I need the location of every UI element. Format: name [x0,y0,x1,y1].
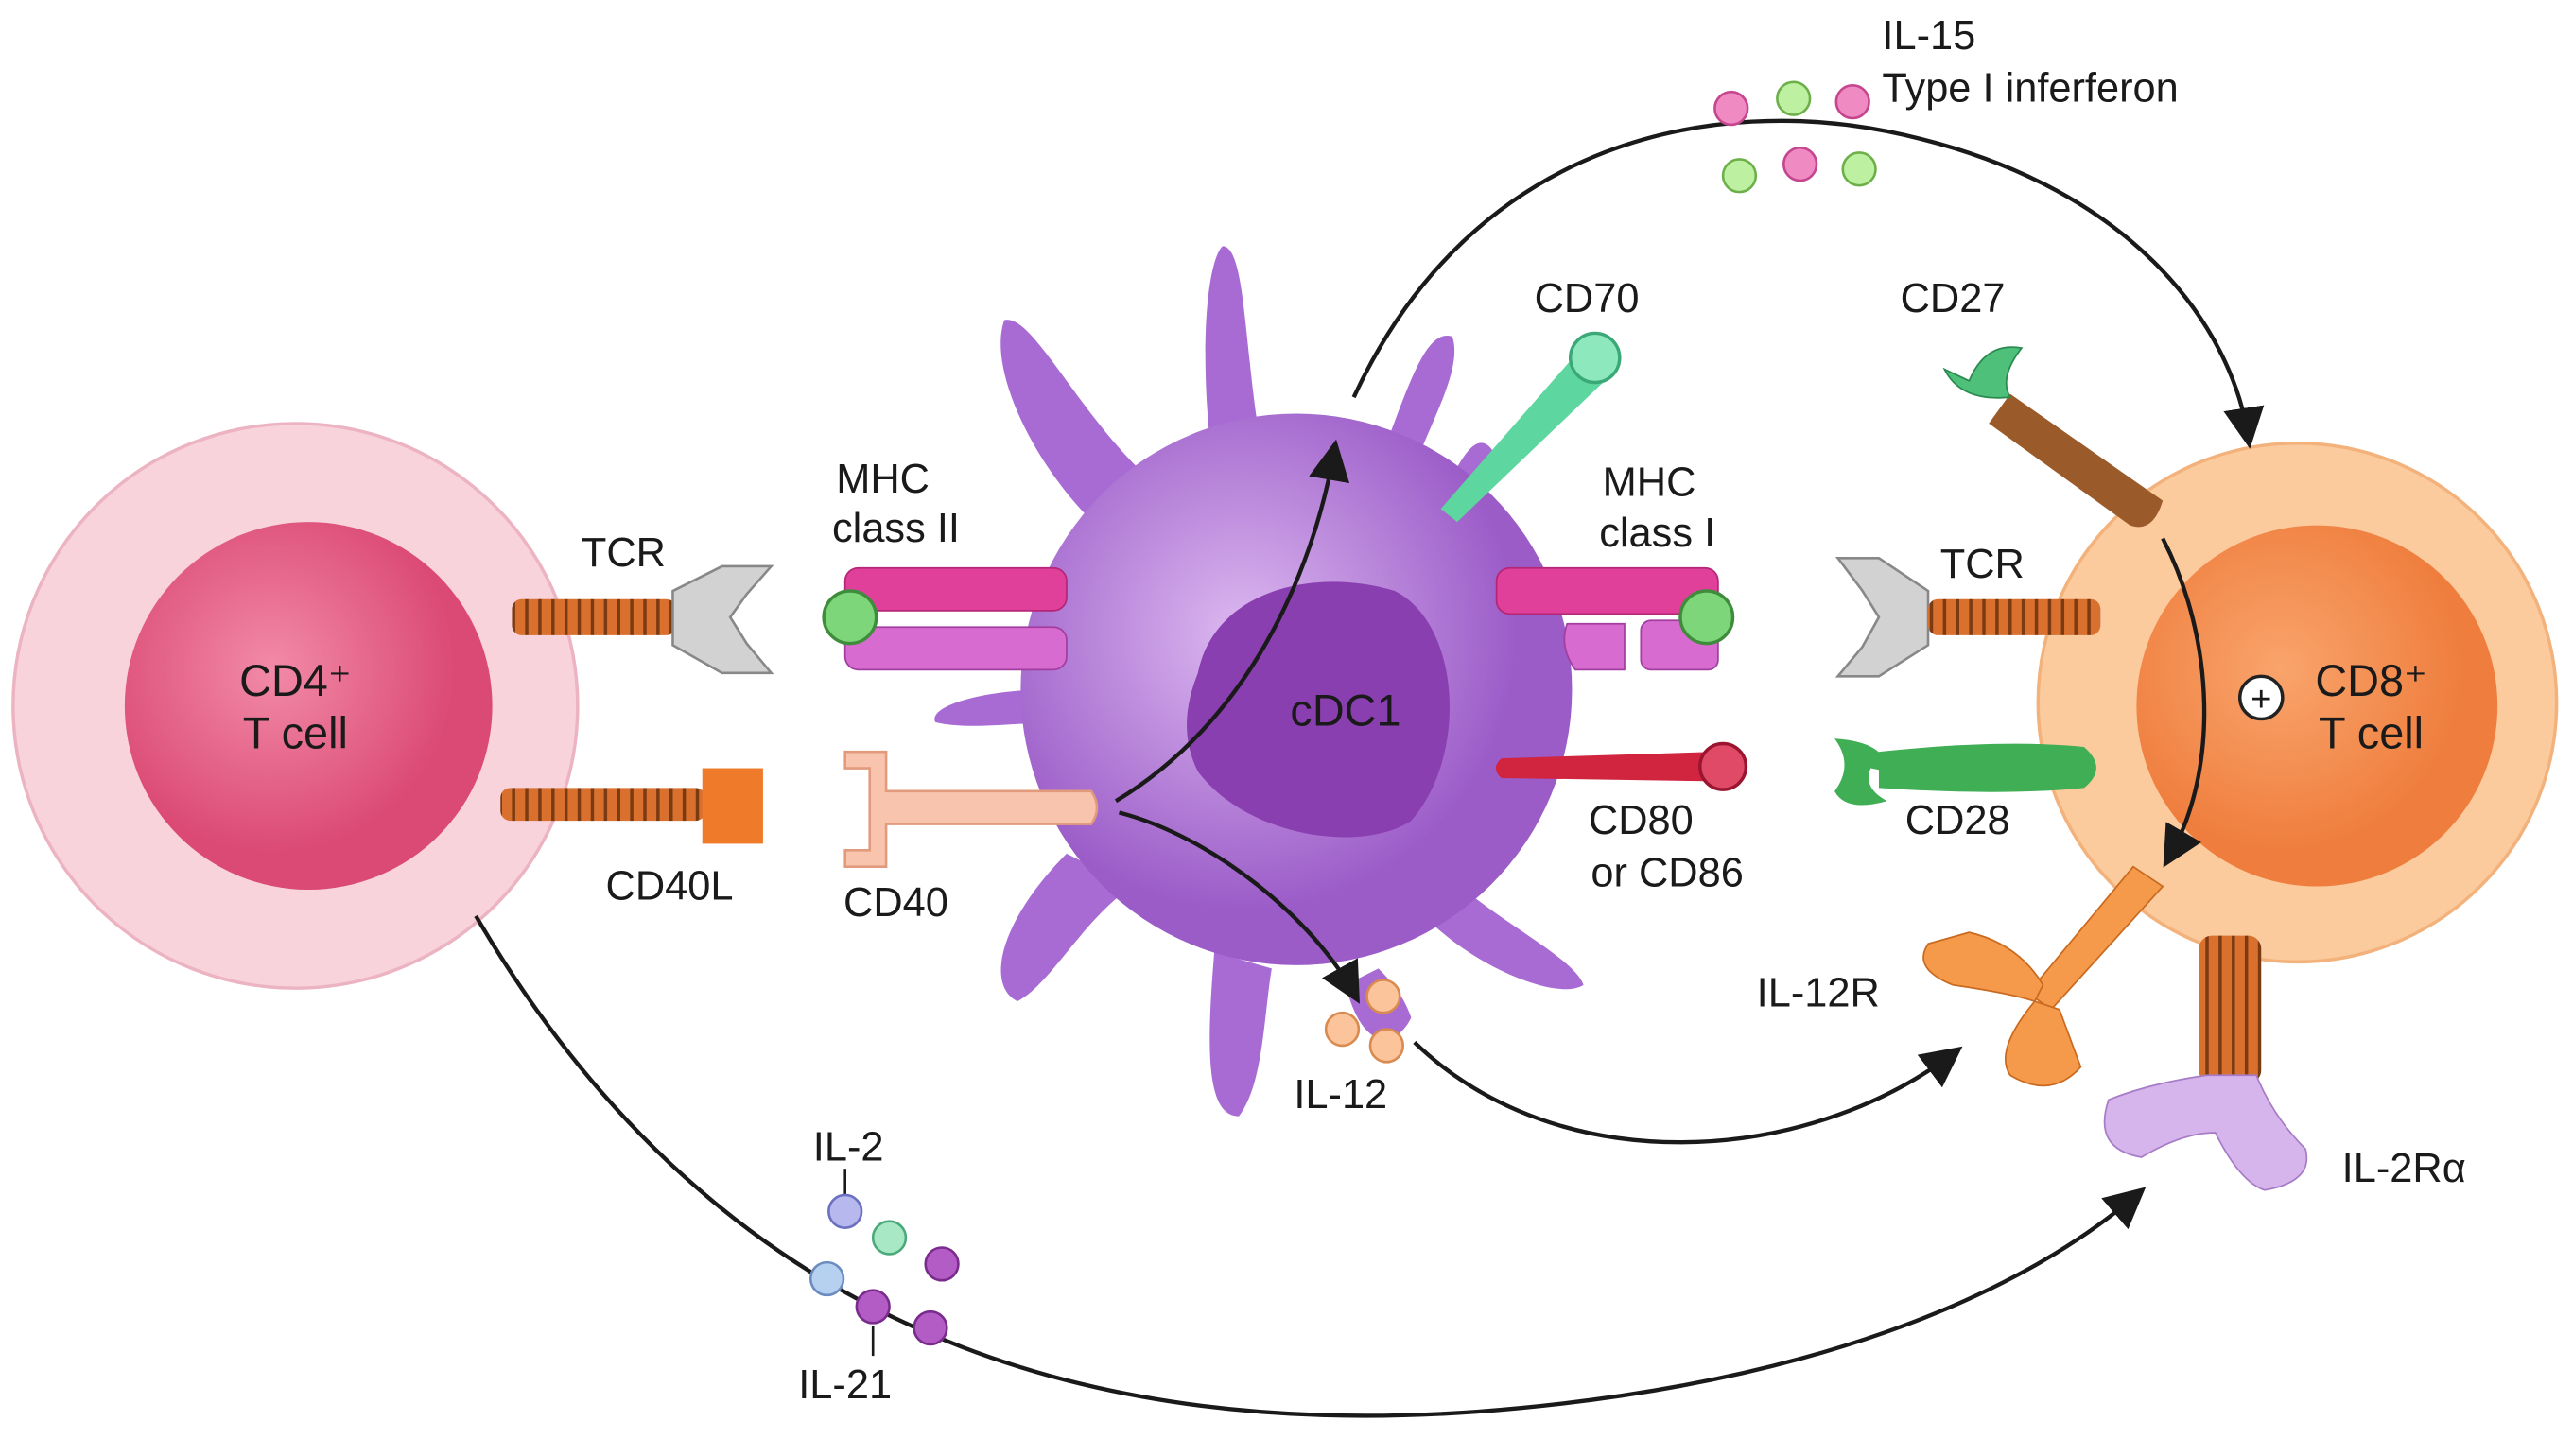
il2ra-label: IL-2Rα [2342,1146,2466,1191]
cd40-label: CD40 [843,880,948,926]
cd4-label-2: T cell [243,709,348,758]
mhc2-label: MHC [836,457,930,502]
mhc1-label-2: class I [1599,511,1715,556]
cd8-label: CD8⁺ [2315,656,2426,705]
cd4-t-cell: CD4⁺ T cell [11,422,580,990]
arrow-il2-to-il2ra [474,914,2147,1418]
tcr-right-label: TCR [1940,542,2025,587]
arrow-il15-to-cd8 [1351,118,2265,449]
plus-icon [2237,674,2285,721]
mhc-class-ii: MHC class II [822,457,1068,671]
arrows [474,118,2265,1418]
mhc2-label-2: class II [832,506,960,551]
peptide-antigen-2 [1678,589,1735,646]
il15-ifn-cytokines: IL-15 Type I inferferon [1713,13,2179,194]
cd4-label: CD4⁺ [239,656,351,705]
cd40-receptor: CD40 [843,750,1099,926]
tcr-left-label: TCR [582,530,666,576]
tcr-left-receptor: TCR [512,530,774,675]
arrow-cd27-to-il12r [2161,537,2207,868]
il12r-label: IL-12R [1757,970,1880,1015]
nucleus [1187,581,1451,838]
il2-label: IL-2 [813,1124,884,1170]
il21-label: IL-21 [798,1362,892,1408]
cd70-ligand: CD70 [1440,276,1640,523]
il2ra-receptor: IL-2Rα [2103,935,2466,1191]
mhc1-label: MHC [1603,459,1696,505]
il15-label: IL-15 [1882,13,1975,59]
arrow-il12-to-il12r [1413,1040,1963,1145]
cdc1-label: cDC1 [1290,685,1400,735]
plus-sign: + [2251,679,2271,719]
cd27-receptor: CD27 [1901,276,2164,528]
il2-il21-cytokines: IL-2 IL-21 [798,1124,960,1408]
peptide-antigen [822,589,878,646]
il12r-receptor: IL-12R [1757,865,2164,1087]
cd80-label-2: or CD86 [1591,851,1743,896]
il12-cytokines: IL-12 [1294,979,1405,1118]
cd80-label: CD80 [1589,798,1694,843]
arrow-cd40-to-cd70 [1114,439,1350,804]
cd8-label-2: T cell [2319,709,2424,758]
cd8-t-cell: CD8⁺ T cell + [2036,442,2559,964]
ifn-label: Type I inferferon [1882,66,2178,112]
mhc-class-i: MHC class I [1495,459,1735,671]
arrow-cd40-to-il12 [1118,810,1360,1004]
il12-label: IL-12 [1294,1072,1387,1118]
cd80-cd86-ligand: CD80 or CD86 [1495,741,1748,896]
cdc1-dendritic-cell: cDC1 [934,246,1584,1117]
cd28-receptor: CD28 [1834,738,2096,843]
cd40l-label: CD40L [606,863,734,909]
cd70-label: CD70 [1535,276,1640,321]
cd28-label: CD28 [1905,798,2010,843]
tcr-right-receptor: TCR [1834,542,2101,678]
cd40l-ligand: CD40L [500,768,763,909]
cd27-label: CD27 [1901,276,2006,321]
